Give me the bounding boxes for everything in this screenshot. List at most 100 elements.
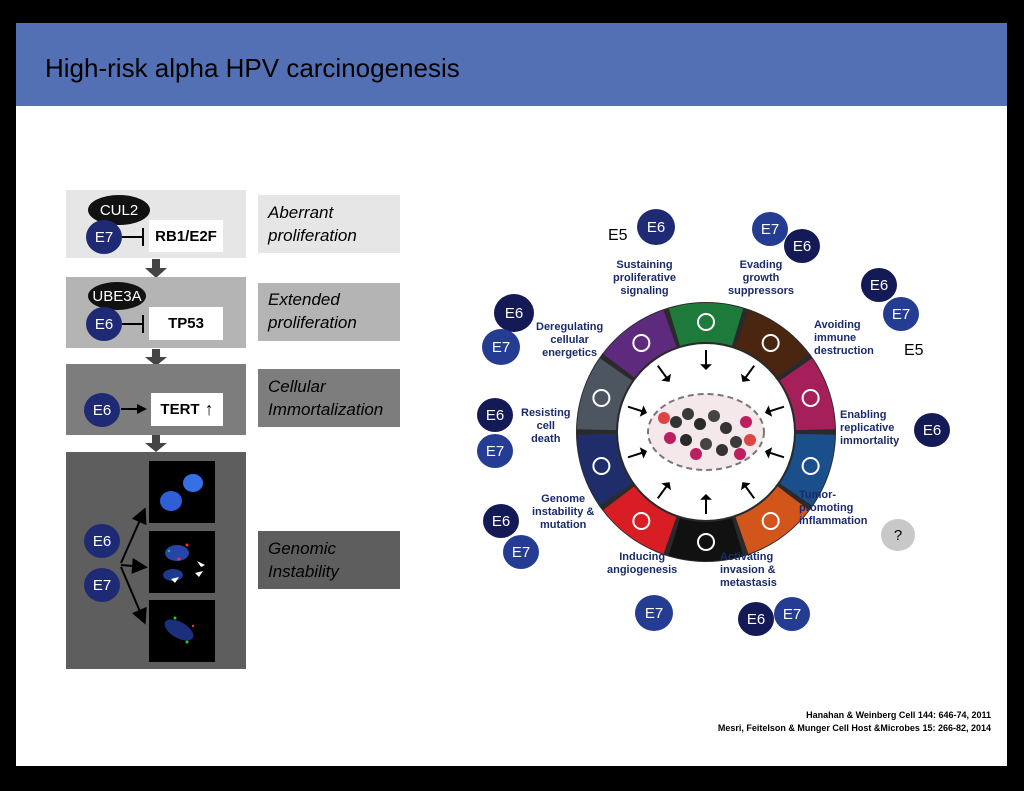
step1-target-label: RB1/E2F xyxy=(155,227,217,245)
hallmark-label-line: instability & xyxy=(532,506,595,518)
wheel-segment-5 xyxy=(735,486,809,554)
wheel-segment-icon-5 xyxy=(761,511,780,530)
badge-e7-immune-label: E7 xyxy=(891,305,911,323)
wheel-segment-icon-2 xyxy=(761,334,780,353)
step1-outcome-line2: proliferation xyxy=(268,226,357,245)
wheel-inward-arrowhead-4 xyxy=(764,447,773,459)
wheel-inward-arrowhead-9 xyxy=(639,405,648,417)
badge-e5-immune-text: E5 xyxy=(904,342,924,359)
title-bar: High-risk alpha HPV carcinogenesis xyxy=(16,23,1007,106)
tumor-boundary xyxy=(647,393,765,471)
wheel-inward-arrowhead-2 xyxy=(741,373,751,382)
hallmark-label-line: Enabling xyxy=(840,409,887,421)
hallmark-label-line: Resisting xyxy=(521,407,571,419)
wheel-inward-arrow-10 xyxy=(656,365,669,380)
step3-outcome-line1: Cellular xyxy=(268,377,326,396)
slide-title: High-risk alpha HPV carcinogenesis xyxy=(45,53,460,83)
step2-oncoprotein-circle: E6 xyxy=(86,307,122,341)
hallmark-label-line: angiogenesis xyxy=(607,564,678,576)
hallmark-label-line: metastasis xyxy=(720,577,777,589)
slide: High-risk alpha HPV carcinogenesis CUL2 … xyxy=(16,23,1007,766)
step1-outcome-line1: Aberrant xyxy=(268,203,334,222)
hallmark-label-line: promoting xyxy=(799,502,854,514)
badge-e7-suppressors-label: E7 xyxy=(760,220,780,238)
step1-inhibit-bar xyxy=(142,228,144,246)
tumor-cell xyxy=(664,432,676,444)
badge-e7-genome: E7 xyxy=(503,535,539,569)
hallmark-label-line: energetics xyxy=(542,347,598,359)
step4-oncoprotein-b-label: E7 xyxy=(92,576,112,594)
step3-outcome-line2: Immortalization xyxy=(268,400,384,419)
step2-complex-label: UBE3A xyxy=(92,287,142,305)
badge-e7-death-label: E7 xyxy=(485,442,505,460)
tumor-cell xyxy=(734,448,746,460)
wheel-segment-7 xyxy=(603,486,677,554)
tumor-cell xyxy=(682,408,694,420)
step2-outcome-box xyxy=(258,283,400,341)
badge-unknown-inflammation: ? xyxy=(881,519,915,551)
wheel-segment-icon-6 xyxy=(697,533,715,551)
step1-target-box: RB1/E2F xyxy=(149,220,223,252)
wheel-inward-arrow-3 xyxy=(768,405,785,413)
hallmark-label-line: Activating xyxy=(720,551,774,563)
wheel-segment-1 xyxy=(668,303,744,346)
tumor-cell xyxy=(658,412,670,424)
step4-oncoprotein-a-circle: E6 xyxy=(84,524,120,558)
badge-e6-suppressors-label: E6 xyxy=(792,237,812,255)
badge-e6-top: E6 xyxy=(637,209,675,245)
tumor-cell xyxy=(740,416,752,428)
badge-e6-immune: E6 xyxy=(861,268,897,302)
badge-e5-top-text: E5 xyxy=(608,227,628,244)
step1-inhibit-line xyxy=(122,236,142,238)
badge-e6-invasion-label: E6 xyxy=(746,610,766,628)
hallmark-label-line: invasion & xyxy=(720,564,776,576)
badge-e6-death: E6 xyxy=(477,398,513,432)
wheel-segment-icon-9 xyxy=(592,389,611,408)
wheel-inward-arrowhead-1 xyxy=(700,364,712,370)
wheel-inward-arrow-4 xyxy=(768,451,785,459)
hallmark-label-line: destruction xyxy=(814,345,874,357)
wheel-inward-arrowhead-3 xyxy=(764,405,773,417)
tumor-cell xyxy=(694,418,706,430)
wheel-inward-arrow-2 xyxy=(743,365,756,380)
step2-oncoprotein-label: E6 xyxy=(94,315,114,333)
flow-arrow-2 xyxy=(145,349,167,366)
step4-oncoprotein-a-label: E6 xyxy=(92,532,112,550)
step1-oncoprotein-circle: E7 xyxy=(86,220,122,254)
badge-e7-death: E7 xyxy=(477,434,513,468)
badge-e6-genome: E6 xyxy=(483,504,519,538)
wheel-segment-icon-3 xyxy=(801,389,820,408)
step3-target-label: TERT xyxy=(160,401,200,418)
badge-e6-immortality: E6 xyxy=(914,413,950,447)
hallmark-label-line: cellular xyxy=(550,334,589,346)
wheel-segment-icon-8 xyxy=(592,456,611,475)
wheel-segment-4 xyxy=(779,433,835,506)
badge-e7-genome-label: E7 xyxy=(511,543,531,561)
wheel-segment-6 xyxy=(668,518,744,561)
hallmark-label-line: suppressors xyxy=(728,285,795,297)
step4-outcome-box xyxy=(258,531,400,589)
badge-e6-death-label: E6 xyxy=(485,406,505,424)
step3-activate-arrow xyxy=(121,404,147,414)
step3-up-glyph: ↑ xyxy=(204,399,214,419)
micrograph-binucleate xyxy=(149,461,215,523)
step2-inhibit-line xyxy=(122,323,142,325)
tumor-cell xyxy=(700,438,712,450)
hallmark-label-line: Sustaining xyxy=(616,259,673,271)
wheel-inward-arrowhead-7 xyxy=(661,482,671,491)
reference-1: Hanahan & Weinberg Cell 144: 646-74, 201… xyxy=(806,710,991,720)
wheel-segment-2 xyxy=(735,310,809,378)
tumor-cell xyxy=(720,422,732,434)
badge-e6-immune-label: E6 xyxy=(869,276,889,294)
wheel-inward-arrow-9 xyxy=(627,405,644,413)
tumor-cell xyxy=(708,410,720,422)
step3-target-box: TERT ↑ xyxy=(151,393,223,426)
step1-complex-label: CUL2 xyxy=(99,201,139,219)
